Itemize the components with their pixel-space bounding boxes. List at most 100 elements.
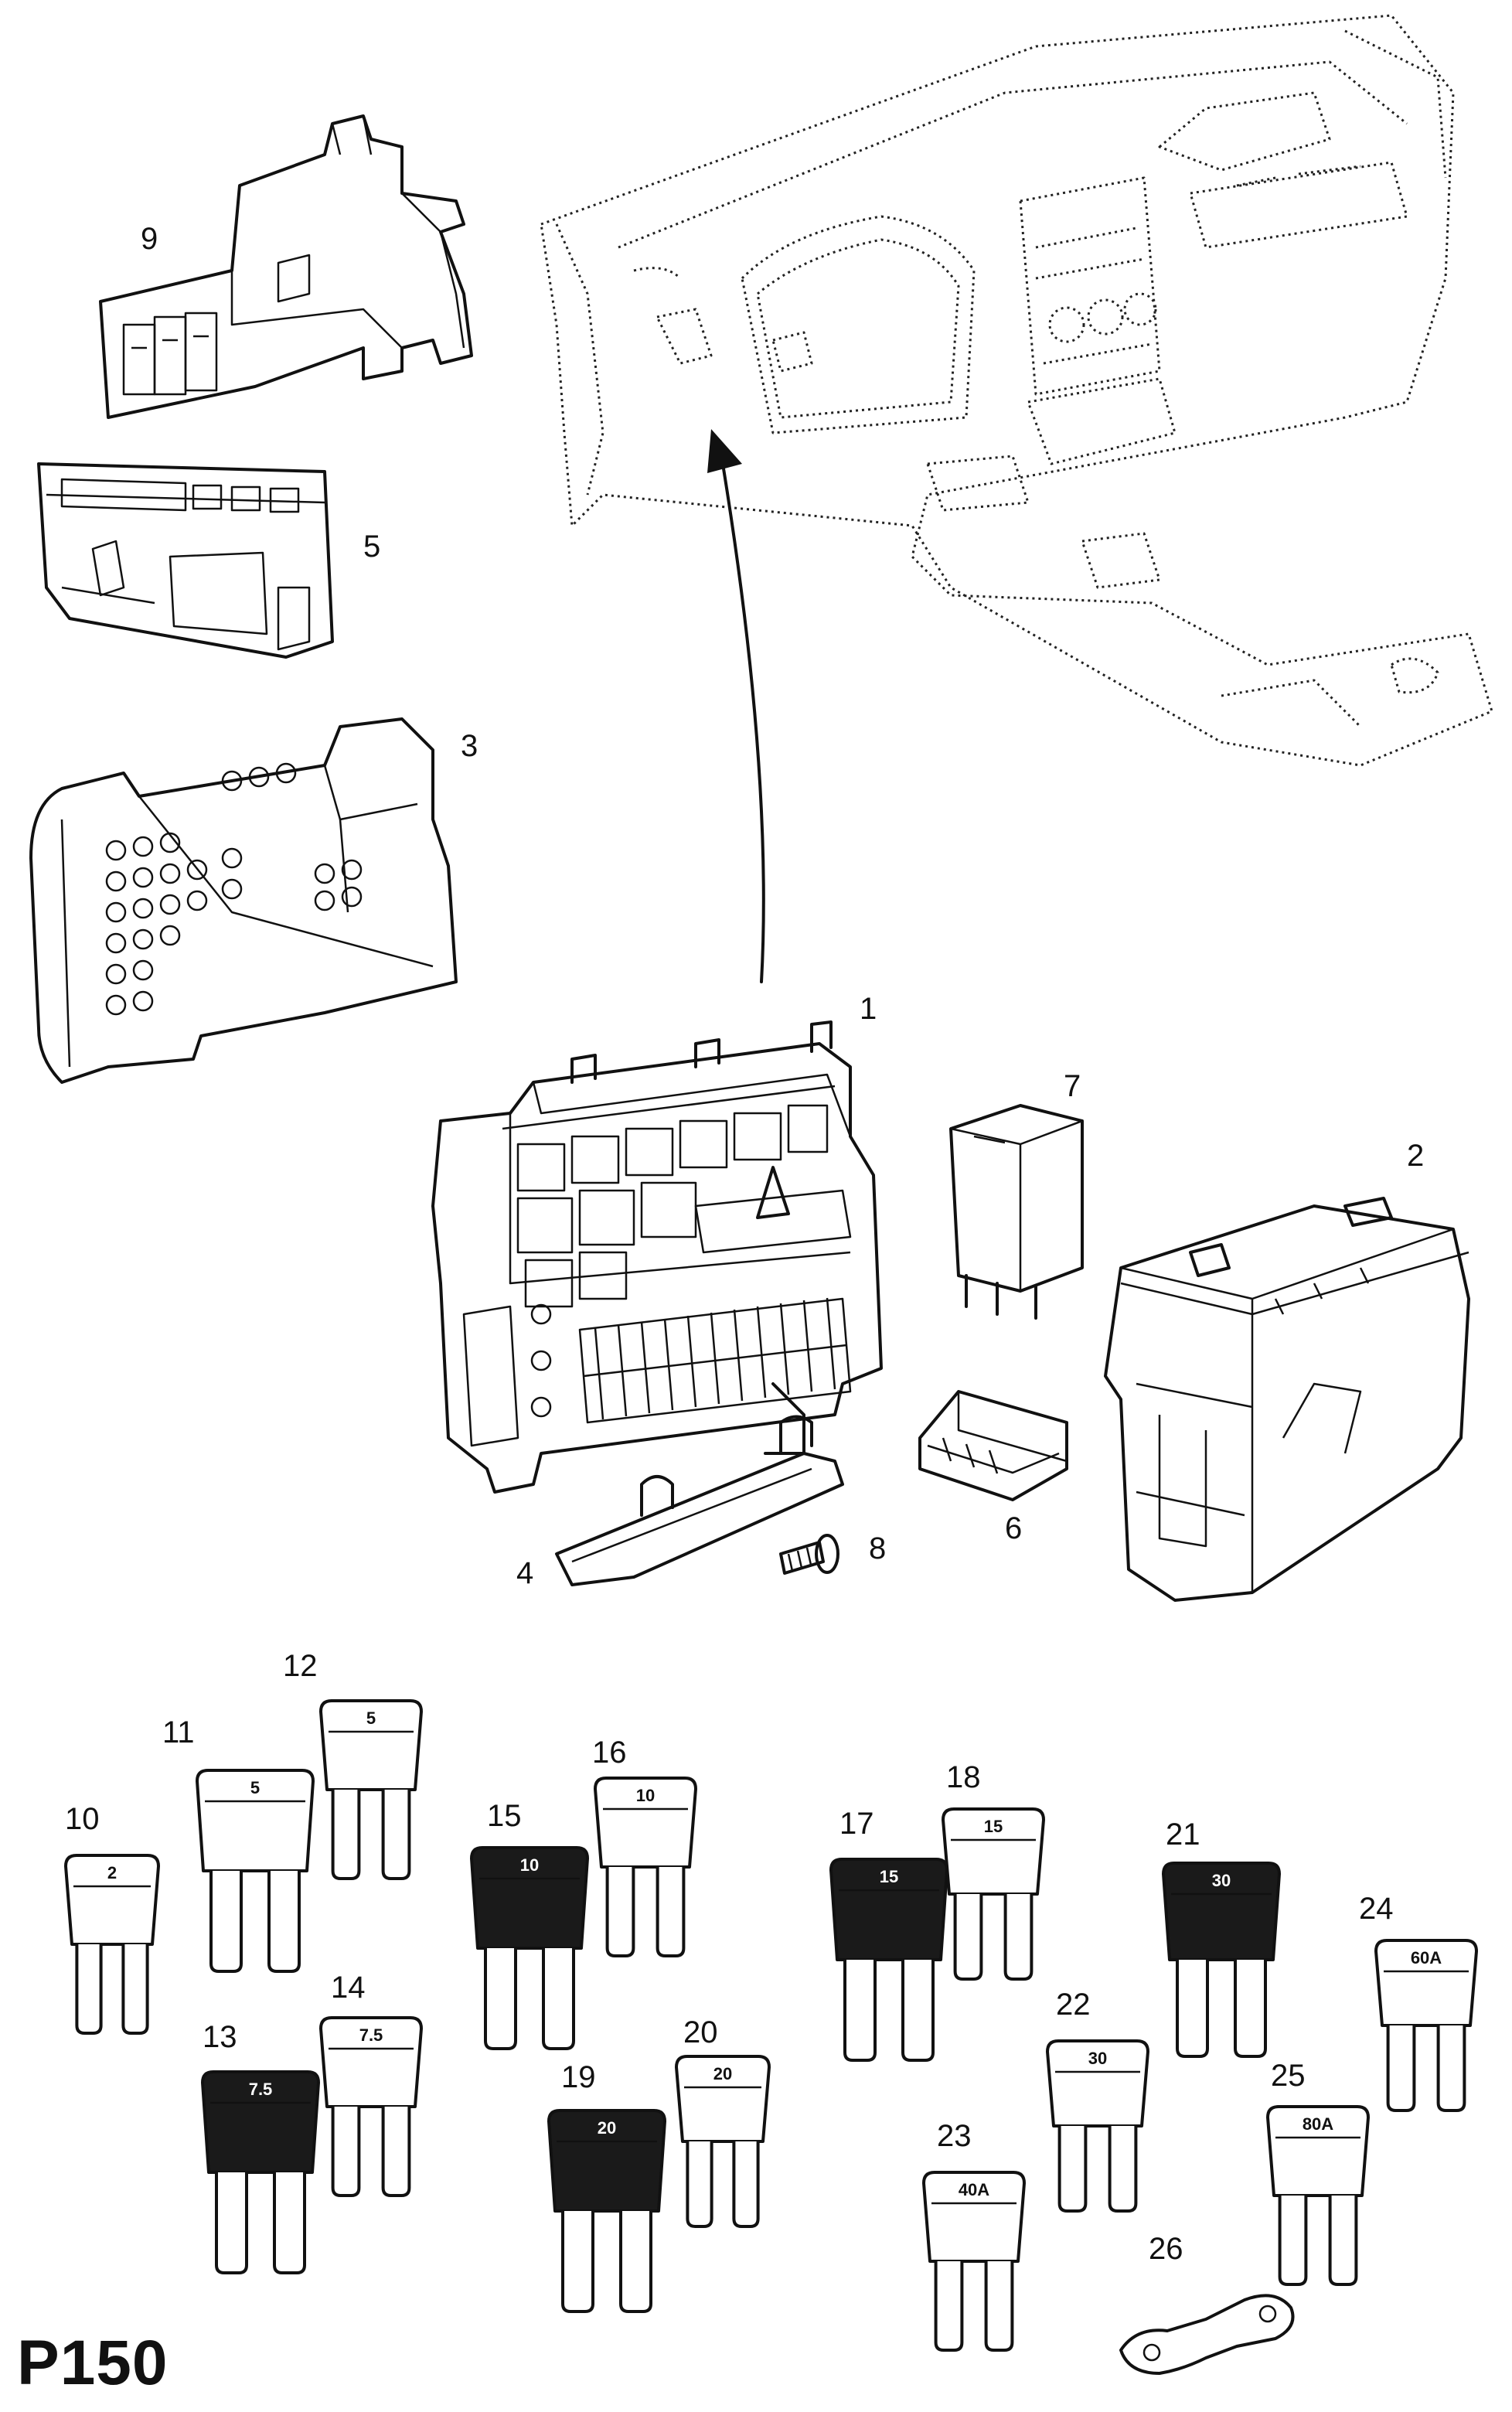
fuse-blade-left xyxy=(686,2141,713,2228)
cover-vent-holes xyxy=(105,762,363,1016)
part-6-connector xyxy=(918,1390,1068,1501)
callout-13: 13 xyxy=(203,2020,237,2054)
callout-11: 11 xyxy=(162,1715,195,1749)
callout-4: 4 xyxy=(516,1556,533,1590)
callout-9: 9 xyxy=(141,222,158,256)
fuse-slots xyxy=(578,1297,852,1424)
fuse-17: 15 xyxy=(829,1858,948,2062)
fuse-blade-right xyxy=(267,1871,301,1973)
fuse-blade-left xyxy=(1278,2196,1308,2286)
callout-23: 23 xyxy=(937,2119,972,2153)
fuse-body xyxy=(201,2070,320,2174)
fuse-body xyxy=(547,2109,666,2213)
callout-1: 1 xyxy=(860,992,877,1026)
fuse-blade-right xyxy=(121,1944,149,2035)
callout-16: 16 xyxy=(592,1736,627,1770)
fuse-blade-left xyxy=(484,1948,517,2050)
fuse-rating-label: 15 xyxy=(984,1817,1003,1836)
fuse-23: 40A xyxy=(922,2171,1026,2352)
fuse-blade-right xyxy=(1234,1960,1267,2058)
fuse-blade-left xyxy=(1386,2025,1416,2112)
fuse-blade-left xyxy=(953,1894,983,1981)
callout-20: 20 xyxy=(683,2015,718,2049)
fuse-rating-label: 7.5 xyxy=(249,2080,273,2099)
fuse-blade-left xyxy=(331,1790,361,1880)
fuse-rating-label: 15 xyxy=(880,1867,898,1886)
fuse-blade-right xyxy=(619,2211,652,2313)
fuse-blade-right xyxy=(542,1948,575,2050)
fuse-rating-label: 5 xyxy=(366,1708,376,1728)
fuse-blade-right xyxy=(732,2141,760,2228)
callout-12: 12 xyxy=(283,1649,318,1683)
fuse-blade-left xyxy=(331,2107,361,2197)
callout-labels: 1 2 3 4 5 6 7 8 9 10 11 12 13 14 15 16 1… xyxy=(65,222,1424,2266)
fuse-blade-right xyxy=(381,2107,411,2197)
fuse-body xyxy=(319,1699,423,1791)
fuse-14: 7.5 xyxy=(319,2016,423,2197)
fuse-16: 10 xyxy=(594,1777,697,1957)
fuse-blade-left xyxy=(209,1871,243,1973)
fuse-blade-left xyxy=(561,2211,594,2313)
callout-21: 21 xyxy=(1166,1818,1200,1852)
callout-18: 18 xyxy=(946,1760,981,1794)
part-3-cover xyxy=(29,717,458,1084)
fuse-15: 10 xyxy=(470,1846,589,2050)
callout-7: 7 xyxy=(1064,1069,1081,1103)
fuse-blade-right xyxy=(273,2172,306,2274)
fuse-rating-label: 2 xyxy=(107,1863,117,1882)
fuse-13: 7.5 xyxy=(201,2070,320,2274)
fuse-blade-left xyxy=(605,1867,635,1957)
fuse-25: 80A xyxy=(1266,2105,1370,2286)
callout-15: 15 xyxy=(487,1799,522,1833)
fuse-rating-label: 60A xyxy=(1411,1948,1442,1967)
callout-26: 26 xyxy=(1149,2232,1183,2266)
fuse-rating-label: 5 xyxy=(250,1778,260,1797)
dashboard-illustration xyxy=(540,14,1493,767)
fuse-body xyxy=(1374,1939,1478,2027)
callout-2: 2 xyxy=(1407,1139,1424,1173)
fuse-body xyxy=(922,2171,1026,2263)
part-26-fuse-link xyxy=(1119,2294,1295,2375)
blade-fuses: 2 5 5 7.5 7.5 10 10 15 15 20 20 30 30 40A 60A 80A xyxy=(64,1699,1478,2352)
fuse-rating-label: 30 xyxy=(1088,2049,1107,2068)
fuse-body xyxy=(1162,1862,1281,1961)
fuse-blade-left xyxy=(75,1944,103,2035)
fuse-11: 5 xyxy=(196,1769,315,1973)
fuse-10: 2 xyxy=(64,1854,160,2035)
fuse-19: 20 xyxy=(547,2109,666,2313)
fuse-body xyxy=(319,2016,423,2108)
fuse-rating-label: 40A xyxy=(959,2180,989,2199)
fuse-18: 15 xyxy=(942,1807,1045,1981)
callout-6: 6 xyxy=(1005,1511,1022,1545)
fuse-blade-left xyxy=(1057,2126,1088,2213)
fuse-21: 30 xyxy=(1162,1862,1281,2058)
fuse-body xyxy=(594,1777,697,1869)
fuse-rating-label: 80A xyxy=(1303,2114,1333,2134)
callout-19: 19 xyxy=(561,2060,596,2094)
fuse-20: 20 xyxy=(675,2055,771,2228)
fuse-rating-label: 10 xyxy=(520,1855,539,1875)
page-code: P150 xyxy=(17,2328,169,2398)
fuse-rating-label: 30 xyxy=(1212,1871,1231,1890)
callout-5: 5 xyxy=(363,530,380,564)
fuse-blade-right xyxy=(381,1790,411,1880)
callout-24: 24 xyxy=(1359,1892,1394,1926)
fuse-blade-right xyxy=(901,1960,935,2062)
fuse-22: 30 xyxy=(1046,2039,1149,2213)
fuse-body xyxy=(1046,2039,1149,2128)
fuse-blade-right xyxy=(984,2261,1014,2352)
fuse-blade-left xyxy=(934,2261,964,2352)
fuse-24: 60A xyxy=(1374,1939,1478,2112)
fuse-blade-left xyxy=(215,2172,248,2274)
fuse-body xyxy=(64,1854,160,1946)
fuse-body xyxy=(942,1807,1045,1896)
fuse-blade-right xyxy=(1328,2196,1358,2286)
fuse-rating-label: 20 xyxy=(598,2118,616,2138)
fuse-blade-right xyxy=(1003,1894,1034,1981)
part-2-fusebox-cover xyxy=(1104,1197,1470,1602)
fuse-blade-left xyxy=(1176,1960,1209,2058)
location-arrow xyxy=(707,429,765,983)
fuse-body xyxy=(1266,2105,1370,2197)
part-4-retainer xyxy=(555,1415,844,1586)
